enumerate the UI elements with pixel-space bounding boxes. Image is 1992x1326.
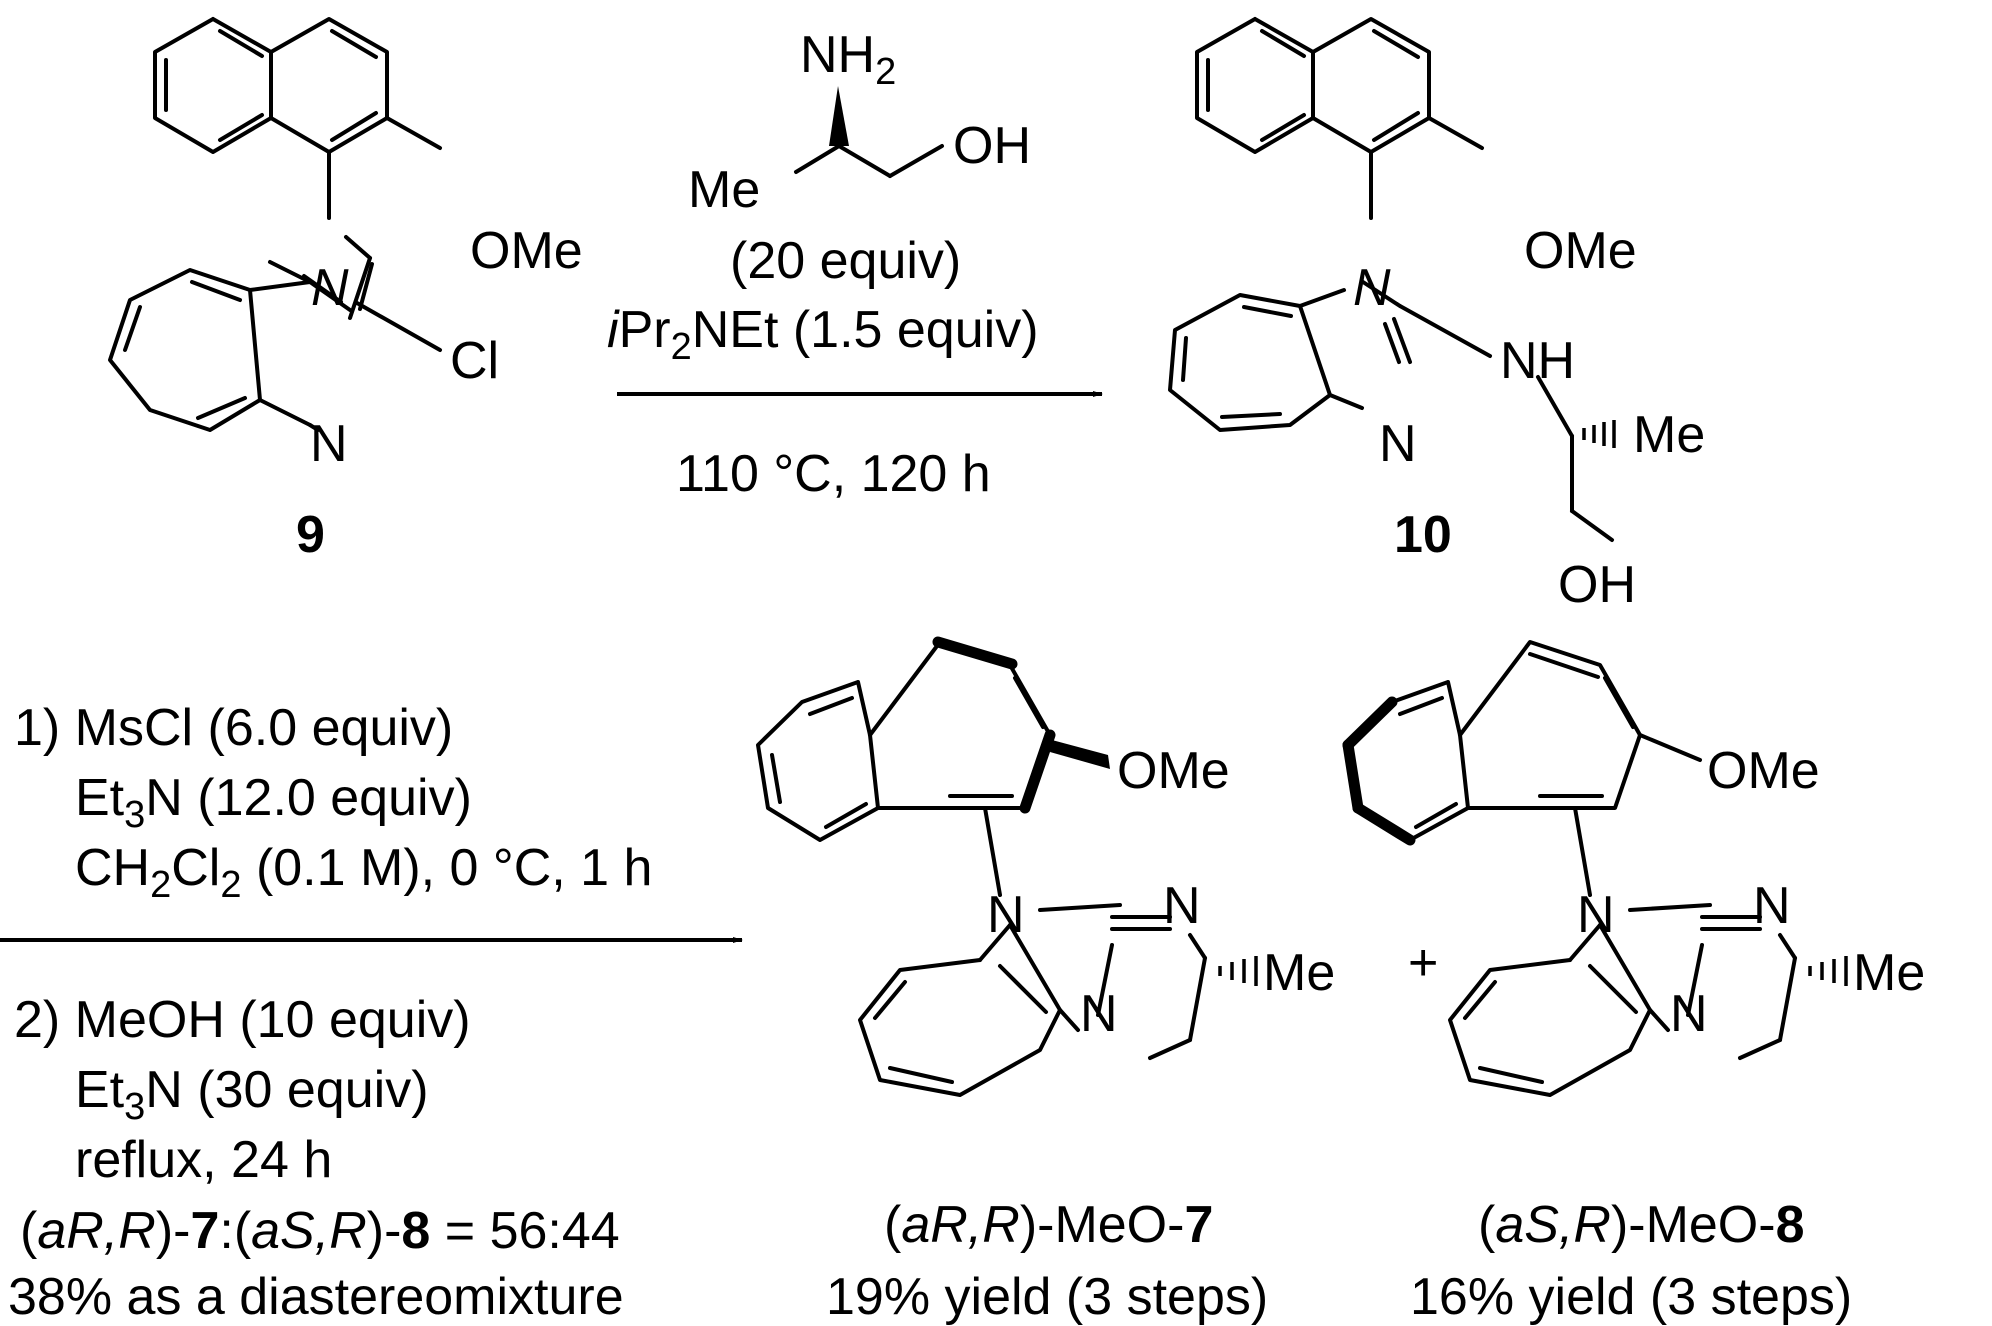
diastereomer-ratio: (aR,R)-7:(aS,R)-8 = 56:44: [20, 1202, 620, 1260]
step2-base: Et3N (30 equiv): [75, 1061, 429, 1128]
step2-conditions: reflux, 24 h: [75, 1131, 332, 1189]
compound-10-oh: OH: [1558, 556, 1636, 614]
alaninol-oh: OH: [953, 117, 1031, 175]
base-reagent: iPr2NEt (1.5 equiv): [607, 301, 1039, 368]
compound-8-n9: N: [1577, 886, 1615, 944]
compound-8-n1: N: [1753, 877, 1791, 935]
compound-7-name: (aR,R)-MeO-7: [884, 1196, 1213, 1254]
alaninol-nh2: NH2: [800, 26, 896, 93]
compound-10-me: Me: [1633, 406, 1705, 464]
compound-7-ome: OMe: [1117, 742, 1230, 800]
mixture-yield: 38% as a diastereomixture: [8, 1268, 624, 1326]
compound-7-n9: N: [987, 886, 1025, 944]
compound-8-yield: 16% yield (3 steps): [1410, 1268, 1852, 1326]
compound-10-label: 10: [1394, 506, 1452, 564]
compound-8-n4: N: [1670, 985, 1708, 1043]
plus-sign: +: [1408, 934, 1438, 992]
alaninol-equiv: (20 equiv): [730, 232, 961, 290]
compound-9-n3: N: [310, 415, 348, 473]
compound-7-me: Me: [1263, 944, 1335, 1002]
step2-reagent: 2) MeOH (10 equiv): [14, 991, 471, 1049]
compound-9-structure: [108, 17, 442, 432]
compound-9-n1: N: [311, 259, 349, 317]
compound-8-me: Me: [1853, 944, 1925, 1002]
reaction-conditions-1: 110 °C, 120 h: [676, 445, 991, 503]
compound-7-structure: [756, 636, 1258, 1097]
compound-10-n1: N: [1353, 259, 1391, 317]
compound-9-ome: OMe: [470, 222, 583, 280]
compound-7-n4: N: [1080, 985, 1118, 1043]
step1-reagent: 1) MsCl (6.0 equiv): [14, 699, 453, 757]
compound-10-nh: NH: [1500, 332, 1575, 390]
compound-10-ome: OMe: [1524, 222, 1637, 280]
compound-10-structure: [1168, 17, 1616, 542]
alaninol-me: Me: [688, 161, 760, 219]
compound-9-label: 9: [296, 506, 325, 564]
compound-10-n3: N: [1379, 415, 1417, 473]
compound-8-ome: OMe: [1707, 742, 1820, 800]
compound-9-cl: Cl: [450, 332, 499, 390]
step1-base: Et3N (12.0 equiv): [75, 769, 472, 836]
compound-8-structure: [1342, 640, 1848, 1097]
step1-solvent: CH2Cl2 (0.1 M), 0 °C, 1 h: [75, 839, 652, 906]
alaninol-structure: [794, 86, 944, 178]
compound-8-name: (aS,R)-MeO-8: [1478, 1196, 1805, 1254]
compound-7-yield: 19% yield (3 steps): [826, 1268, 1268, 1326]
compound-7-n1: N: [1163, 877, 1201, 935]
